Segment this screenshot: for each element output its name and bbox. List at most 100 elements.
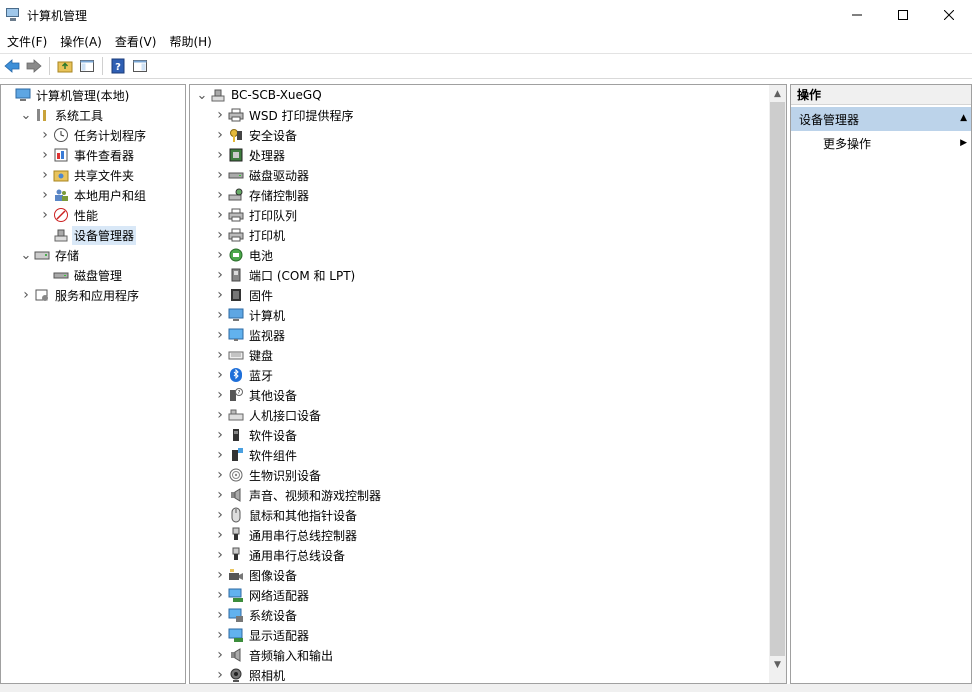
chevron-right-icon[interactable]: › <box>42 207 48 223</box>
device-category-item[interactable]: ›处理器 <box>214 145 287 165</box>
show-hide-console-tree-button[interactable] <box>76 55 98 77</box>
chevron-down-icon[interactable]: ⌄ <box>20 247 32 263</box>
chevron-right-icon[interactable]: › <box>217 167 223 183</box>
chevron-right-icon[interactable]: › <box>217 407 223 423</box>
chevron-right-icon[interactable]: › <box>217 267 223 283</box>
collapse-caret-icon[interactable]: ▲ <box>960 113 967 123</box>
scroll-down-arrow-icon[interactable]: ▼ <box>774 659 781 670</box>
chevron-right-icon[interactable]: › <box>217 427 223 443</box>
chevron-right-icon[interactable]: › <box>217 187 223 203</box>
console-tree-item[interactable]: 设备管理器 <box>39 225 137 245</box>
minimize-button[interactable] <box>834 0 880 30</box>
device-category-item[interactable]: ›通用串行总线控制器 <box>214 525 359 545</box>
scrollbar-thumb[interactable] <box>770 102 785 656</box>
console-tree-item[interactable]: ›事件查看器 <box>39 145 136 165</box>
chevron-right-icon[interactable]: › <box>42 187 48 203</box>
device-category-item[interactable]: ›打印机 <box>214 225 287 245</box>
actions-section-device-manager[interactable]: 设备管理器 ▲ <box>791 107 971 131</box>
maximize-button[interactable] <box>880 0 926 30</box>
help-button[interactable]: ? <box>107 55 129 77</box>
console-tree-item[interactable]: 磁盘管理 <box>39 265 124 285</box>
chevron-right-icon[interactable]: › <box>217 227 223 243</box>
device-category-item[interactable]: ›鼠标和其他指针设备 <box>214 505 359 525</box>
device-category-item[interactable]: ›键盘 <box>214 345 275 365</box>
chevron-right-icon[interactable]: › <box>217 127 223 143</box>
device-category-item[interactable]: ›监视器 <box>214 325 287 345</box>
chevron-right-icon[interactable]: › <box>217 487 223 503</box>
forward-button[interactable] <box>23 55 45 77</box>
device-category-item[interactable]: ›磁盘驱动器 <box>214 165 311 185</box>
device-category-item[interactable]: ›声音、视频和游戏控制器 <box>214 485 383 505</box>
device-category-item[interactable]: ›?其他设备 <box>214 385 299 405</box>
action-more-actions[interactable]: 更多操作 ▶ <box>791 133 971 153</box>
menu-action[interactable]: 操作(A) <box>60 34 102 49</box>
chevron-right-icon[interactable]: › <box>217 367 223 383</box>
device-category-item[interactable]: ›电池 <box>214 245 275 265</box>
console-tree-item[interactable]: 计算机管理(本地) <box>1 85 131 105</box>
back-button[interactable] <box>1 55 23 77</box>
show-hide-action-pane-button[interactable] <box>129 55 151 77</box>
vertical-scrollbar[interactable]: ▲ ▼ <box>769 85 786 683</box>
chevron-right-icon[interactable]: › <box>217 327 223 343</box>
chevron-right-icon[interactable]: › <box>42 127 48 143</box>
chevron-down-icon[interactable]: ⌄ <box>196 87 208 103</box>
device-category-item[interactable]: ›打印队列 <box>214 205 299 225</box>
console-tree-item[interactable]: ›本地用户和组 <box>39 185 148 205</box>
console-tree-item[interactable]: ›共享文件夹 <box>39 165 136 185</box>
device-category-item[interactable]: ›端口 (COM 和 LPT) <box>214 265 357 285</box>
device-category-item[interactable]: ›安全设备 <box>214 125 299 145</box>
device-category-item[interactable]: ›固件 <box>214 285 275 305</box>
menu-help[interactable]: 帮助(H) <box>169 34 212 49</box>
device-category-item[interactable]: ›软件组件 <box>214 445 299 465</box>
device-category-item[interactable]: ›网络适配器 <box>214 585 311 605</box>
chevron-right-icon[interactable]: › <box>23 287 29 303</box>
chevron-right-icon[interactable]: › <box>217 587 223 603</box>
chevron-right-icon[interactable]: › <box>217 347 223 363</box>
console-tree-item[interactable]: ⌄存储 <box>20 245 81 265</box>
console-tree-item[interactable]: ›服务和应用程序 <box>20 285 141 305</box>
device-category-item[interactable]: ›蓝牙 <box>214 365 275 385</box>
device-category-item[interactable]: ›系统设备 <box>214 605 299 625</box>
chevron-right-icon[interactable]: › <box>217 147 223 163</box>
device-category-item[interactable]: ›图像设备 <box>214 565 299 585</box>
device-tree-root[interactable]: ⌄BC-SCB-XueGQ <box>196 85 324 105</box>
device-tree-pane[interactable]: ⌄BC-SCB-XueGQ›WSD 打印提供程序›安全设备›处理器›磁盘驱动器›… <box>189 84 787 684</box>
console-tree-item[interactable]: ›性能 <box>39 205 100 225</box>
device-category-item[interactable]: ›存储控制器 <box>214 185 311 205</box>
console-tree-item[interactable]: ⌄系统工具 <box>20 105 105 125</box>
chevron-right-icon[interactable]: › <box>217 667 223 683</box>
chevron-right-icon[interactable]: › <box>217 647 223 663</box>
chevron-right-icon[interactable]: › <box>217 107 223 123</box>
menu-view[interactable]: 查看(V) <box>114 34 157 49</box>
device-category-item[interactable]: ›生物识别设备 <box>214 465 323 485</box>
device-category-item[interactable]: ›计算机 <box>214 305 287 325</box>
chevron-right-icon[interactable]: › <box>42 167 48 183</box>
chevron-right-icon[interactable]: › <box>217 607 223 623</box>
device-category-item[interactable]: ›通用串行总线设备 <box>214 545 347 565</box>
chevron-right-icon[interactable]: › <box>217 447 223 463</box>
console-tree-item[interactable]: ›任务计划程序 <box>39 125 148 145</box>
chevron-right-icon[interactable]: › <box>217 547 223 563</box>
chevron-right-icon[interactable]: › <box>217 207 223 223</box>
chevron-right-icon[interactable]: › <box>217 507 223 523</box>
up-level-button[interactable] <box>54 55 76 77</box>
chevron-right-icon[interactable]: › <box>217 307 223 323</box>
device-category-item[interactable]: ›显示适配器 <box>214 625 311 645</box>
device-category-item[interactable]: ›音频输入和输出 <box>214 645 335 665</box>
console-tree-pane[interactable]: 计算机管理(本地)⌄系统工具›任务计划程序›事件查看器›共享文件夹›本地用户和组… <box>0 84 186 684</box>
device-category-item[interactable]: ›人机接口设备 <box>214 405 323 425</box>
device-category-item[interactable]: ›WSD 打印提供程序 <box>214 105 356 125</box>
chevron-right-icon[interactable]: › <box>217 467 223 483</box>
chevron-right-icon[interactable]: › <box>217 527 223 543</box>
chevron-right-icon[interactable]: › <box>217 247 223 263</box>
menu-file[interactable]: 文件(F) <box>7 34 48 49</box>
chevron-right-icon[interactable]: › <box>42 147 48 163</box>
close-button[interactable] <box>926 0 972 30</box>
chevron-right-icon[interactable]: › <box>217 387 223 403</box>
scroll-up-arrow-icon[interactable]: ▲ <box>774 88 781 99</box>
chevron-right-icon[interactable]: › <box>217 627 223 643</box>
chevron-right-icon[interactable]: › <box>217 287 223 303</box>
chevron-right-icon[interactable]: › <box>217 567 223 583</box>
device-category-item[interactable]: ›软件设备 <box>214 425 299 445</box>
chevron-down-icon[interactable]: ⌄ <box>20 107 32 123</box>
